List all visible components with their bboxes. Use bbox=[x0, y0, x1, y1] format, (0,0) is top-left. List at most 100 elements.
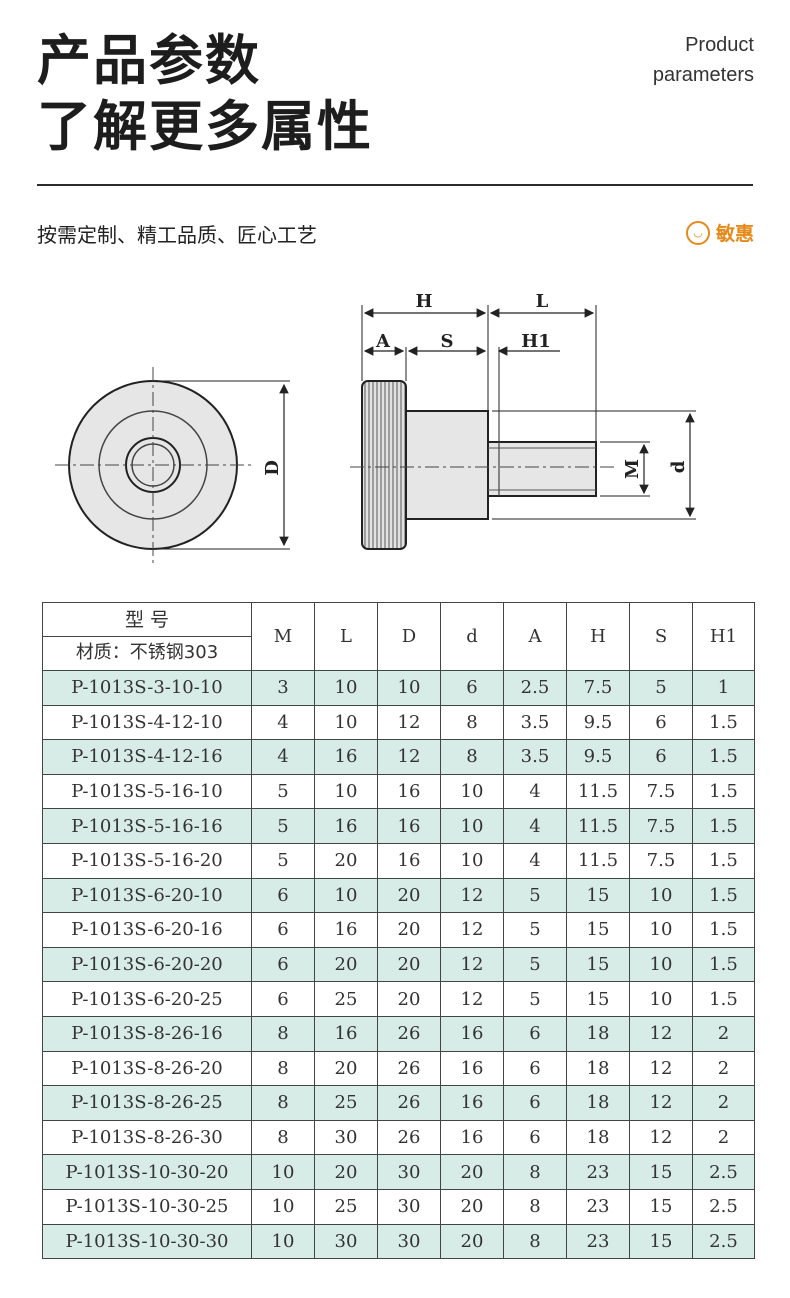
value-cell: 20 bbox=[314, 946, 378, 983]
value-cell: 10 bbox=[629, 912, 693, 948]
value-cell: 11.5 bbox=[566, 842, 630, 879]
dim-S: S bbox=[441, 331, 454, 352]
value-cell: 12 bbox=[440, 912, 504, 948]
value-cell: 10 bbox=[377, 670, 441, 706]
dim-D: D bbox=[262, 460, 283, 476]
slogan: 按需定制、精工品质、匠心工艺 bbox=[37, 223, 317, 247]
value-cell: 6 bbox=[440, 670, 504, 706]
value-cell: 20 bbox=[377, 981, 441, 1017]
value-cell: 12 bbox=[440, 946, 504, 983]
header-col: d bbox=[440, 602, 504, 671]
value-cell: 23 bbox=[566, 1188, 630, 1225]
model-cell: P-1013S-8-26-25 bbox=[42, 1085, 252, 1121]
technical-drawing: D H L A S H1 M d bbox=[55, 291, 696, 563]
value-cell: 1.5 bbox=[692, 808, 755, 844]
value-cell: 18 bbox=[566, 1015, 630, 1052]
value-cell: 5 bbox=[629, 670, 693, 706]
value-cell: 10 bbox=[440, 808, 504, 844]
value-cell: 16 bbox=[377, 773, 441, 810]
value-cell: 2.5 bbox=[692, 1223, 755, 1260]
value-cell: 8 bbox=[251, 1085, 315, 1121]
value-cell: 6 bbox=[251, 877, 315, 914]
value-cell: 5 bbox=[503, 981, 567, 1017]
value-cell: 1.5 bbox=[692, 946, 755, 983]
dim-d: d bbox=[668, 460, 689, 473]
value-cell: 16 bbox=[440, 1050, 504, 1087]
value-cell: 26 bbox=[377, 1015, 441, 1052]
value-cell: 8 bbox=[251, 1119, 315, 1156]
value-cell: 15 bbox=[566, 946, 630, 983]
value-cell: 11.5 bbox=[566, 808, 630, 844]
header-col: A bbox=[503, 602, 567, 671]
value-cell: 20 bbox=[377, 946, 441, 983]
value-cell: 4 bbox=[503, 773, 567, 810]
value-cell: 4 bbox=[251, 739, 315, 775]
value-cell: 25 bbox=[314, 1188, 378, 1225]
value-cell: 12 bbox=[377, 739, 441, 775]
model-cell: P-1013S-6-20-16 bbox=[42, 912, 252, 948]
value-cell: 12 bbox=[629, 1050, 693, 1087]
english-title: Product parameters bbox=[653, 30, 754, 90]
value-cell: 25 bbox=[314, 981, 378, 1017]
value-cell: 23 bbox=[566, 1223, 630, 1260]
value-cell: 15 bbox=[566, 981, 630, 1017]
value-cell: 10 bbox=[314, 704, 378, 741]
value-cell: 10 bbox=[314, 773, 378, 810]
value-cell: 6 bbox=[251, 946, 315, 983]
value-cell: 10 bbox=[440, 842, 504, 879]
header-col: M bbox=[251, 602, 315, 671]
divider bbox=[37, 184, 753, 186]
value-cell: 6 bbox=[629, 704, 693, 741]
dim-M: M bbox=[622, 459, 643, 479]
model-cell: P-1013S-3-10-10 bbox=[42, 670, 252, 706]
dim-H1: H1 bbox=[521, 331, 551, 352]
value-cell: 16 bbox=[314, 808, 378, 844]
brand-name: 敏惠 bbox=[715, 223, 754, 245]
value-cell: 8 bbox=[503, 1223, 567, 1260]
value-cell: 10 bbox=[251, 1188, 315, 1225]
value-cell: 8 bbox=[251, 1050, 315, 1087]
model-cell: P-1013S-5-16-10 bbox=[42, 773, 252, 810]
value-cell: 10 bbox=[314, 877, 378, 914]
value-cell: 16 bbox=[440, 1015, 504, 1052]
spec-table: 型 号 材质：不锈钢303 M L D d A H S H1 P-1013S-3… bbox=[42, 602, 755, 1260]
table-header-row: 型 号 材质：不锈钢303 M L D d A H S H1 bbox=[42, 602, 755, 671]
value-cell: 15 bbox=[629, 1188, 693, 1225]
value-cell: 5 bbox=[251, 808, 315, 844]
value-cell: 10 bbox=[251, 1154, 315, 1190]
dim-L: L bbox=[536, 291, 549, 312]
value-cell: 5 bbox=[503, 912, 567, 948]
dim-A: A bbox=[375, 331, 391, 352]
value-cell: 12 bbox=[629, 1119, 693, 1156]
page-title: 产品参数 了解更多属性 bbox=[37, 28, 373, 160]
value-cell: 20 bbox=[314, 842, 378, 879]
value-cell: 26 bbox=[377, 1085, 441, 1121]
brand-logo: ◡ 敏惠 bbox=[685, 219, 754, 246]
value-cell: 8 bbox=[251, 1015, 315, 1052]
value-cell: 1 bbox=[692, 670, 755, 706]
value-cell: 16 bbox=[314, 1015, 378, 1052]
value-cell: 5 bbox=[503, 877, 567, 914]
value-cell: 20 bbox=[314, 1050, 378, 1087]
value-cell: 6 bbox=[503, 1085, 567, 1121]
value-cell: 20 bbox=[440, 1188, 504, 1225]
header-col: S bbox=[629, 602, 693, 671]
value-cell: 15 bbox=[566, 912, 630, 948]
value-cell: 16 bbox=[314, 739, 378, 775]
model-cell: P-1013S-8-26-16 bbox=[42, 1015, 252, 1052]
model-cell: P-1013S-6-20-10 bbox=[42, 877, 252, 914]
value-cell: 6 bbox=[251, 912, 315, 948]
front-view bbox=[55, 367, 290, 563]
header-col: H bbox=[566, 602, 630, 671]
value-cell: 10 bbox=[314, 670, 378, 706]
value-cell: 30 bbox=[314, 1223, 378, 1260]
value-cell: 9.5 bbox=[566, 739, 630, 775]
value-cell: 30 bbox=[377, 1188, 441, 1225]
value-cell: 6 bbox=[503, 1050, 567, 1087]
value-cell: 2.5 bbox=[503, 670, 567, 706]
